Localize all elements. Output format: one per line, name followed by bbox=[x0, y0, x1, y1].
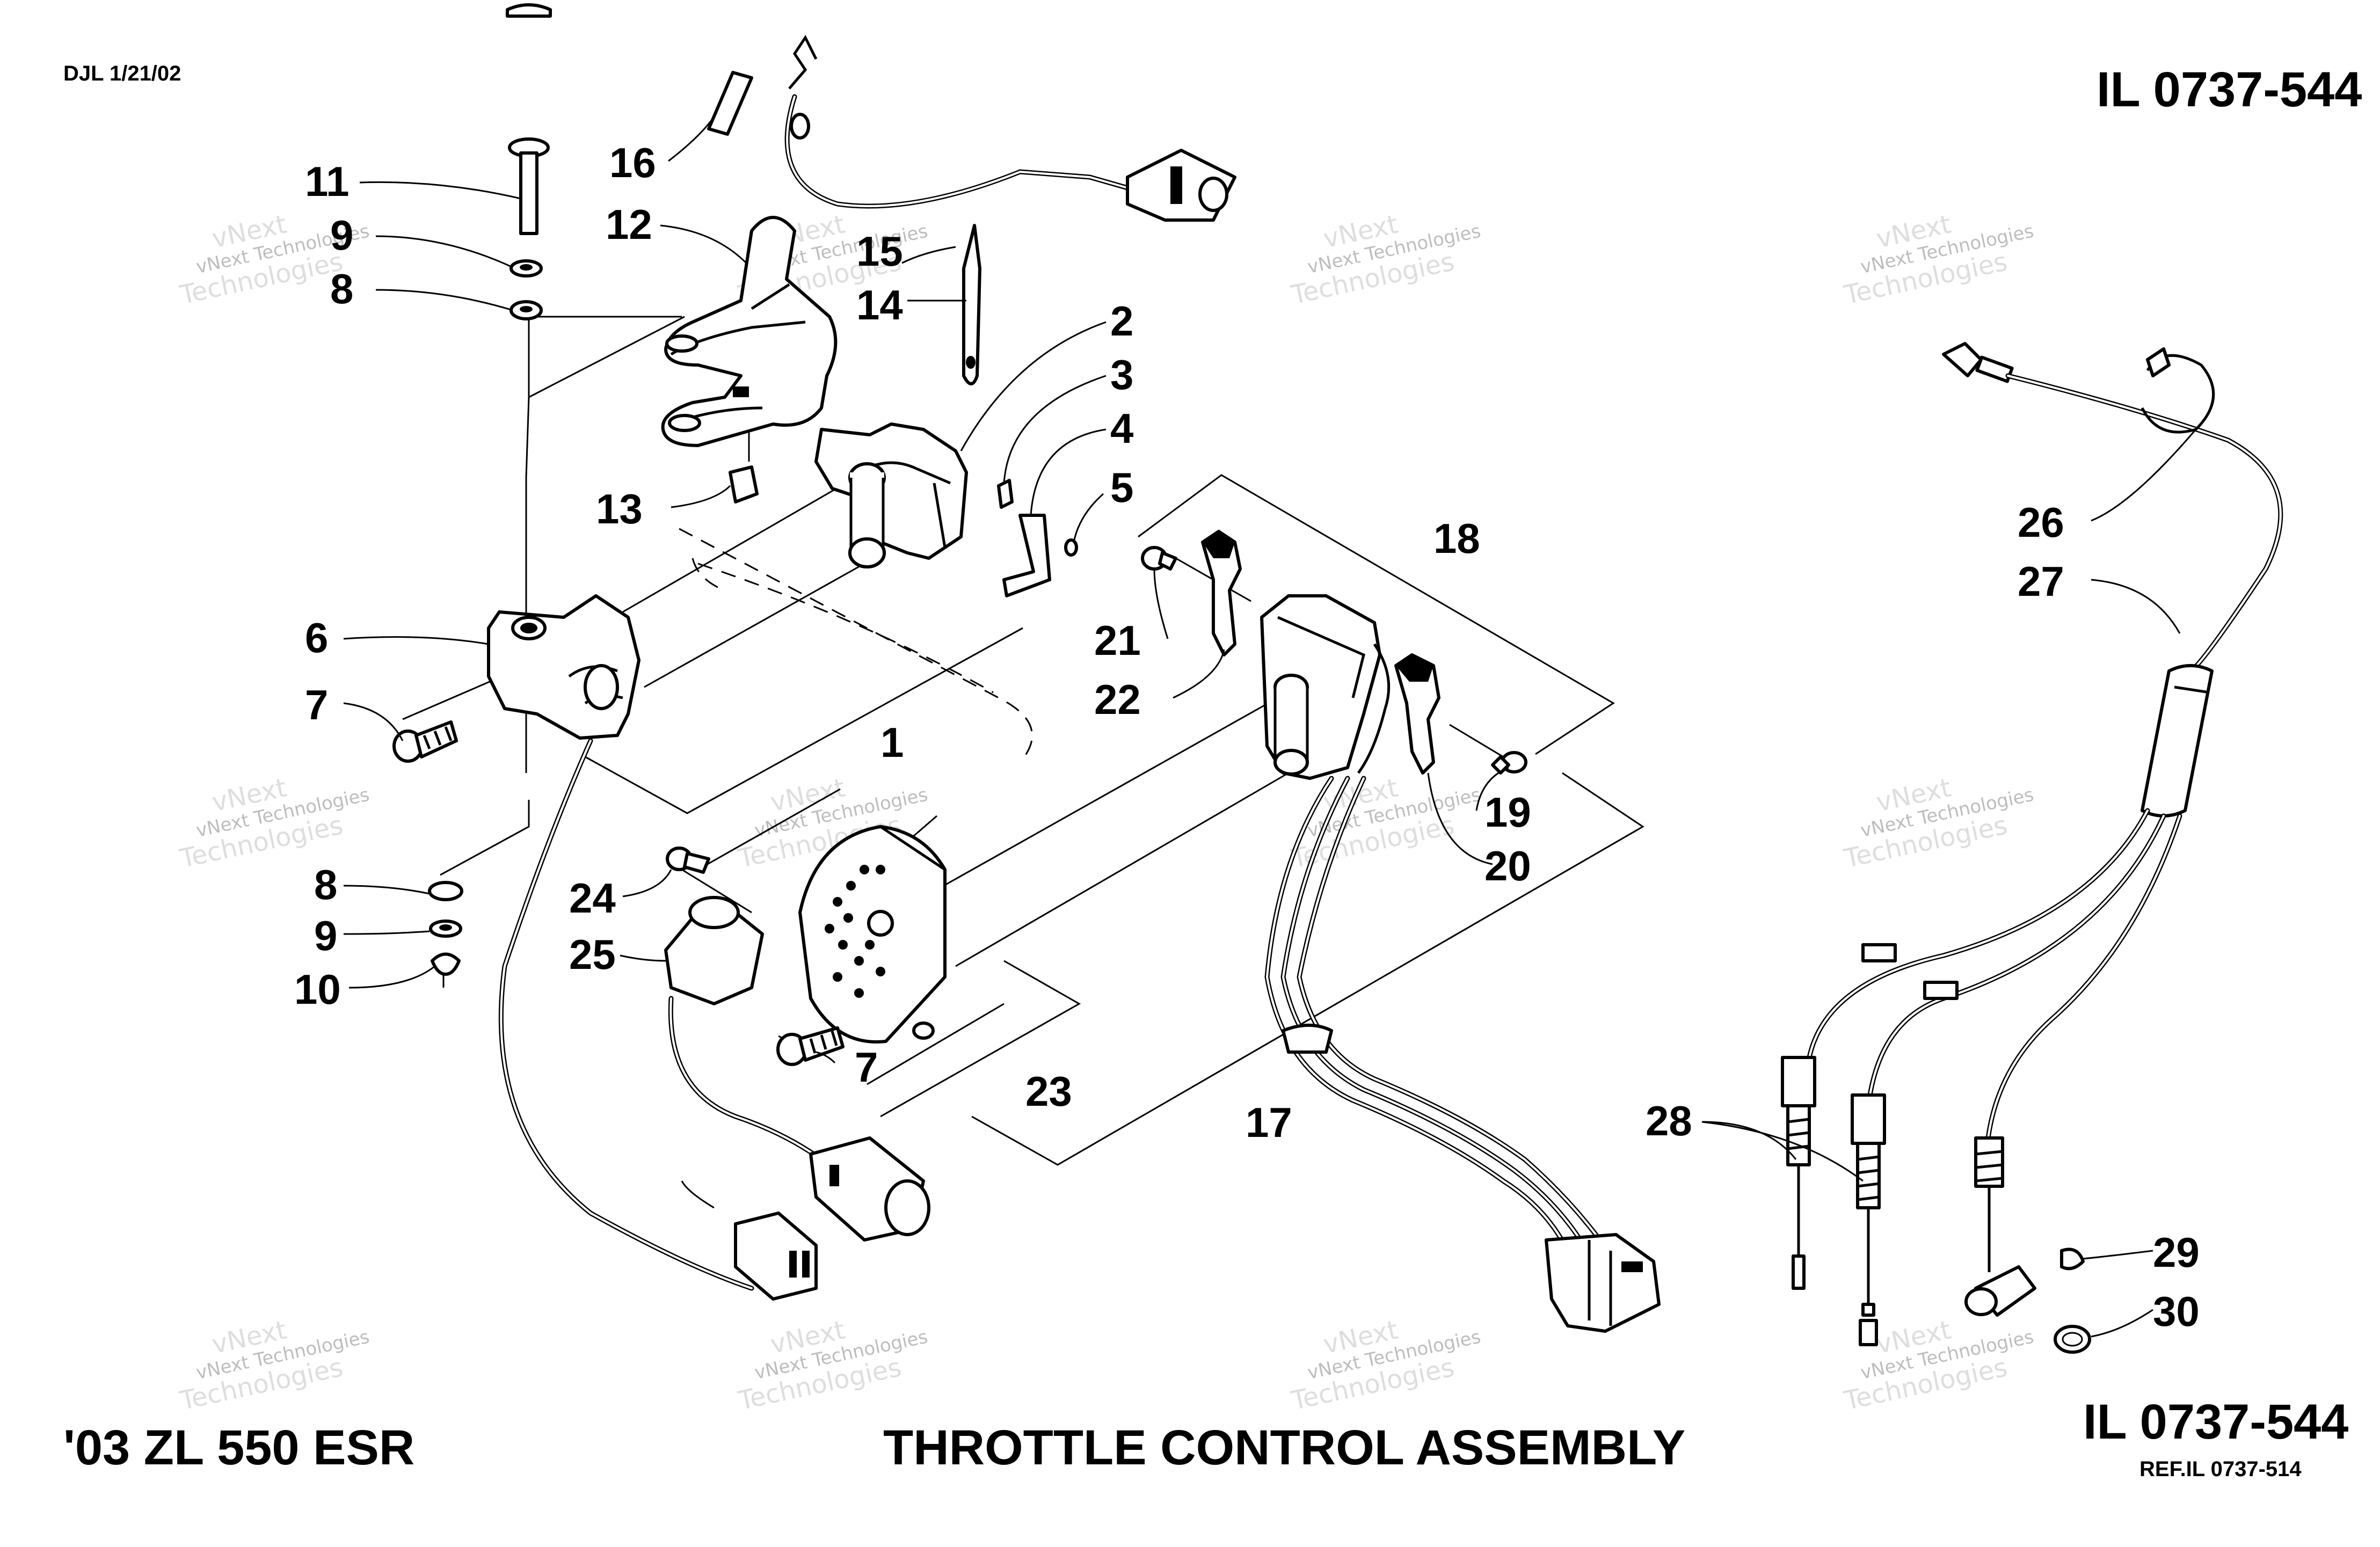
callout-10: 10 bbox=[294, 966, 341, 1013]
switch-cable bbox=[498, 738, 754, 1291]
switch-wire-harness bbox=[784, 35, 1236, 222]
callout-25: 25 bbox=[569, 931, 616, 978]
callout-12: 12 bbox=[606, 201, 652, 248]
mounting-screw bbox=[392, 720, 458, 763]
throttle-switch-housing bbox=[814, 422, 968, 568]
callout-22: 22 bbox=[1094, 676, 1141, 723]
callout-26: 26 bbox=[2018, 499, 2064, 546]
switch-clip bbox=[997, 479, 1014, 509]
cover-holes bbox=[825, 865, 885, 998]
washer-inner bbox=[520, 306, 533, 312]
ground-terminal bbox=[962, 224, 981, 385]
watermark: vNext vNext Technologies Technologies bbox=[177, 772, 371, 874]
callout-3: 3 bbox=[1110, 351, 1133, 398]
callout-5: 5 bbox=[1110, 464, 1133, 511]
callout-17: 17 bbox=[1246, 1099, 1292, 1146]
cable-e-clip bbox=[2060, 1247, 2085, 1271]
switch-cable-inner bbox=[500, 740, 753, 1289]
watermark: vNext vNext Technologies Technologies bbox=[1288, 1315, 1482, 1416]
callout-24: 24 bbox=[569, 874, 616, 922]
callout-9b: 9 bbox=[314, 912, 337, 959]
throttle-cover bbox=[798, 825, 947, 1044]
leader-lines bbox=[343, 112, 2197, 1338]
callout-19: 19 bbox=[1484, 789, 1531, 836]
callout-23: 23 bbox=[1025, 1068, 1072, 1115]
callout-14: 14 bbox=[856, 281, 903, 329]
throttle-lever bbox=[661, 216, 838, 447]
callout-7b: 7 bbox=[855, 1044, 878, 1091]
watermark: vNext vNext Technologies Technologies bbox=[1841, 209, 2035, 310]
callout-1: 1 bbox=[880, 719, 904, 766]
lever-pad bbox=[729, 465, 759, 503]
heater-lever-right bbox=[1394, 653, 1440, 775]
callout-16: 16 bbox=[609, 139, 656, 186]
illustration-id-bottom: IL 0737-544 bbox=[2083, 1395, 2348, 1449]
watermark: vNext vNext Technologies Technologies bbox=[735, 1315, 929, 1416]
button-screw bbox=[666, 847, 710, 874]
callout-7a: 7 bbox=[305, 681, 328, 728]
small-screw bbox=[1064, 538, 1078, 557]
callout-9a: 9 bbox=[330, 211, 353, 259]
lock-washer-inner bbox=[439, 924, 452, 931]
kill-switch-cable-inner bbox=[669, 997, 823, 1161]
callout-27: 27 bbox=[2018, 558, 2064, 605]
callout-20: 20 bbox=[1484, 842, 1531, 889]
heat-shrink-sleeve bbox=[707, 71, 753, 136]
callout-21: 21 bbox=[1094, 617, 1141, 664]
kill-switch-cable bbox=[668, 996, 824, 1162]
switch-connector bbox=[734, 1212, 818, 1301]
callout-29: 29 bbox=[2153, 1229, 2200, 1276]
kill-switch-button bbox=[664, 896, 764, 1005]
illustration-id-top: IL 0737-544 bbox=[2097, 62, 2362, 117]
ground-terminal-hole bbox=[966, 356, 976, 369]
heater-wire-harness bbox=[1264, 776, 1661, 1333]
callout-15: 15 bbox=[856, 228, 903, 275]
watermark: vNext vNext Technologies Technologies bbox=[177, 1315, 371, 1416]
callout-8b: 8 bbox=[314, 861, 337, 908]
assembly-title: THROTTLE CONTROL ASSEMBLY bbox=[883, 1420, 1685, 1475]
model-name: '03 ZL 550 ESR bbox=[63, 1420, 414, 1475]
callout-18: 18 bbox=[1433, 515, 1480, 562]
kill-switch-connector bbox=[809, 1136, 930, 1242]
handlebar-clamp-housing bbox=[487, 594, 641, 740]
watermark: vNext vNext Technologies Technologies bbox=[1288, 209, 1482, 310]
heater-lever-left bbox=[1201, 530, 1242, 656]
mounting-screw bbox=[776, 1026, 845, 1066]
callout-2: 2 bbox=[1110, 297, 1133, 345]
throttle-cable-assembly bbox=[1781, 342, 2283, 1354]
callout-6: 6 bbox=[305, 614, 328, 661]
heater-lever-screw bbox=[1141, 546, 1177, 571]
pivot-pin bbox=[506, 3, 552, 235]
reference-id: REF.IL 0737-514 bbox=[2139, 1457, 2302, 1481]
callout-8a: 8 bbox=[330, 265, 353, 312]
washer-inner bbox=[520, 264, 533, 271]
e-clip bbox=[431, 952, 461, 976]
heater-lever-screw bbox=[1491, 751, 1527, 775]
watermark: vNext vNext Technologies Technologies bbox=[1841, 772, 2035, 874]
draft-note: DJL 1/21/02 bbox=[63, 62, 181, 85]
spring-plate bbox=[1002, 514, 1051, 597]
callout-28: 28 bbox=[1646, 1097, 1692, 1144]
washer bbox=[428, 881, 463, 901]
callout-30: 30 bbox=[2153, 1288, 2200, 1335]
callout-13: 13 bbox=[596, 485, 643, 532]
callout-labels: 1 2 3 4 5 6 7 7 8 8 9 9 10 11 12 13 14 1… bbox=[294, 139, 2200, 1335]
heater-housing bbox=[1260, 594, 1391, 780]
callout-4: 4 bbox=[1110, 405, 1133, 452]
callout-11: 11 bbox=[305, 158, 349, 205]
